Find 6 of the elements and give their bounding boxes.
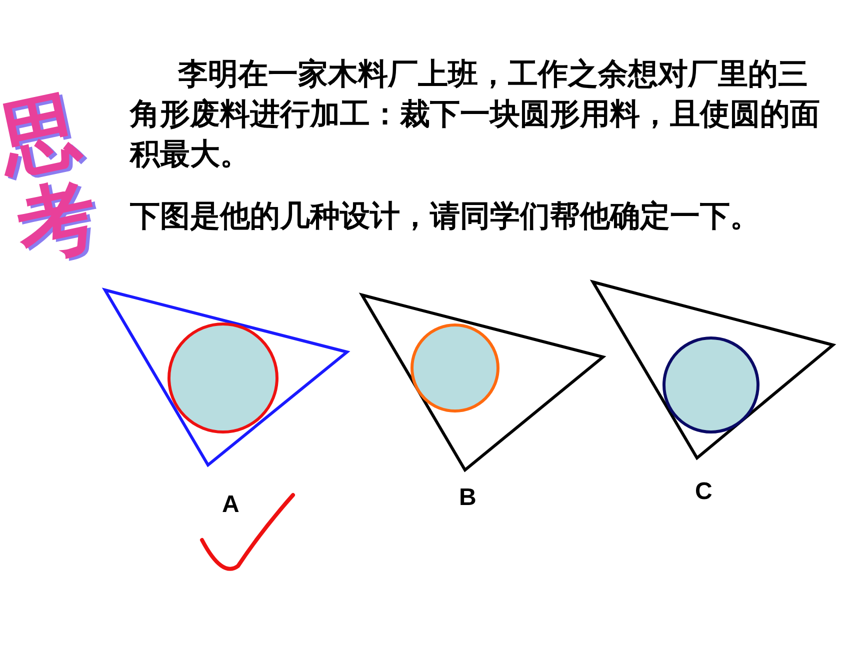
paragraph: 李明在一家木料厂上班，工作之余想对厂里的三角形废料进行加工：裁下一块圆形用料，且使圆的面积最大。 bbox=[130, 56, 821, 174]
heading: 思考 bbox=[0, 84, 106, 272]
option-letter: B bbox=[459, 483, 476, 513]
paragraph: 下图是他的几种设计，请同学们帮他确定一下。 bbox=[130, 198, 761, 236]
option-letter: C bbox=[695, 477, 712, 507]
option-letter: A bbox=[222, 490, 240, 520]
